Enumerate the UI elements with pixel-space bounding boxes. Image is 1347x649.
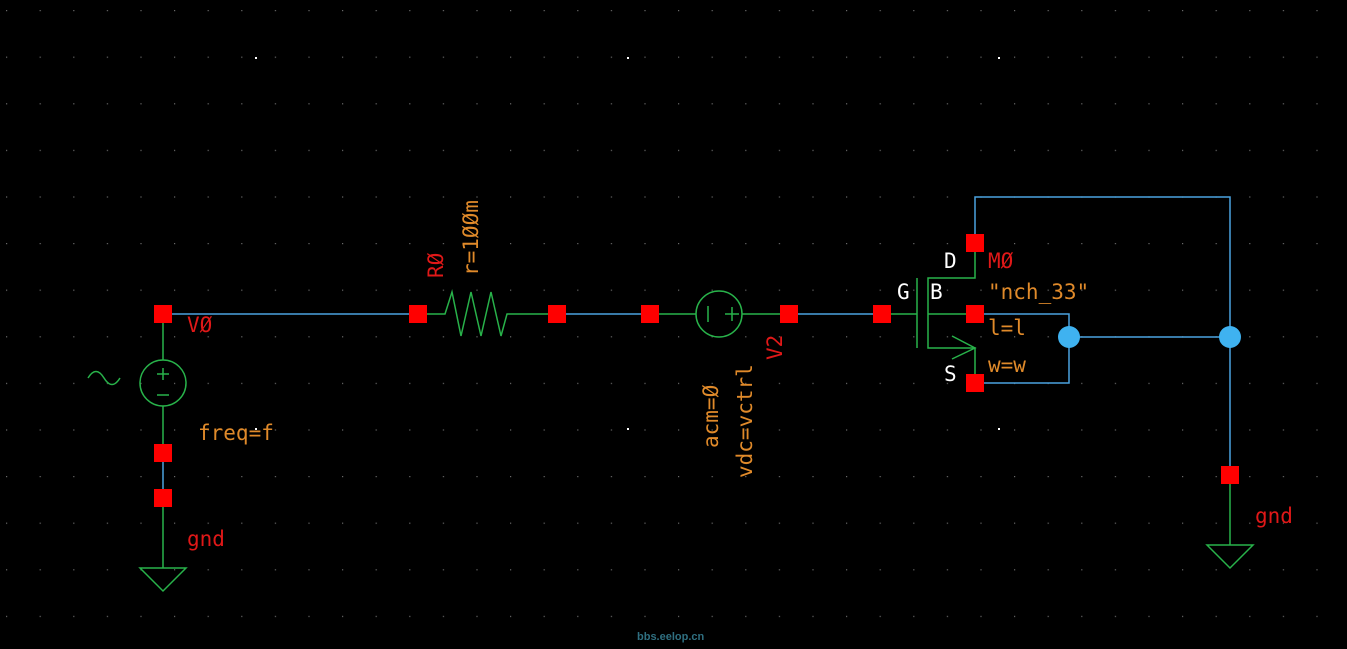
ground-symbol [138, 567, 188, 593]
gnd-label-left: gnd [187, 527, 225, 551]
v0-name: VØ [187, 313, 213, 337]
pin-label-bulk: B [930, 280, 943, 304]
gnd-label-right: gnd [1255, 504, 1293, 528]
r0-name: RØ [424, 252, 448, 278]
vsin-source-v0[interactable] [87, 314, 188, 593]
r0-param: r=1ØØm [459, 200, 483, 276]
ground-symbol [1205, 544, 1255, 570]
pin-label-source: S [944, 362, 957, 386]
m0-width-param: w=w [988, 353, 1026, 377]
sine-wave-icon [87, 370, 121, 386]
junction-dot [1058, 326, 1080, 348]
m0-model: "nch_33" [988, 280, 1089, 304]
m0-length-param: l=l [988, 316, 1026, 340]
pin-label-gate: G [897, 280, 910, 304]
v2-vdc-param: vdc=vctrl [733, 364, 757, 478]
v2-acm-param: acm=Ø [699, 384, 723, 448]
m0-name: MØ [988, 249, 1014, 273]
grid-major-dots [255, 57, 1000, 430]
junction-dot [1219, 326, 1241, 348]
watermark: bbs.eelop.cn [637, 631, 705, 643]
v2-name: V2 [763, 335, 787, 360]
resistor-r0[interactable] [418, 289, 557, 337]
ground-right [1205, 475, 1255, 570]
pins[interactable] [154, 234, 1239, 507]
pin-label-drain: D [944, 249, 957, 273]
v0-freq-param: freq=f [198, 421, 274, 445]
